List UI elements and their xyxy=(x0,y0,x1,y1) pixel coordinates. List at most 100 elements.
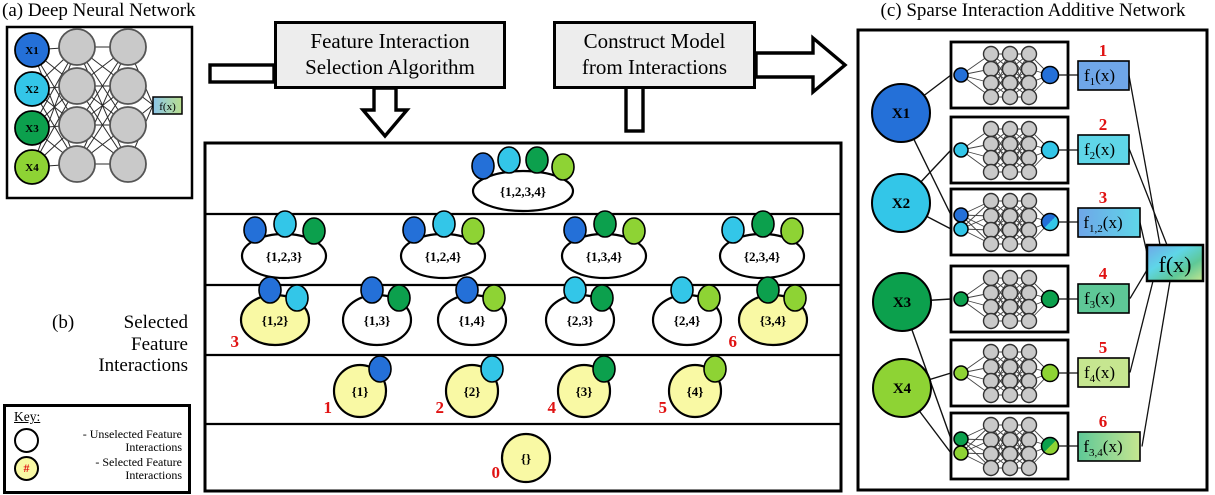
subnet-hidden-node xyxy=(1001,445,1019,463)
set-label: {1,4} xyxy=(459,313,486,328)
panel-c-input-X4 xyxy=(872,358,932,418)
set-label: {1,2,3} xyxy=(266,249,302,264)
panel-c-input-label: X3 xyxy=(893,295,911,311)
subnet-f-label: f1(x) xyxy=(1084,66,1115,88)
set-label: {2,4} xyxy=(674,313,701,328)
subnet-output-node xyxy=(1040,436,1060,456)
subnet-hidden-node xyxy=(1020,298,1038,316)
arrow-tail-lattice-to-construct xyxy=(624,85,645,133)
key-legend: Key: - Unselected Feature Interactions #… xyxy=(3,404,191,494)
subnet-hidden-node xyxy=(982,88,1000,106)
hidden-node xyxy=(109,145,147,183)
rank-label: 1 xyxy=(324,398,333,417)
feature-dot-icon xyxy=(780,217,804,245)
panel-c-additive-network: X1X2X3X4f1(x)1f2(x)2f1,2(x)3f3(x)4f4(x)5… xyxy=(856,28,1209,492)
hidden-node xyxy=(58,106,96,144)
feature-dot-icon xyxy=(461,217,485,245)
process-box-construct-model: Construct Model from Interactions xyxy=(553,21,756,89)
feature-dot-icon xyxy=(402,216,426,244)
rank-label: 5 xyxy=(659,398,668,417)
subnet-hidden-node xyxy=(1001,416,1019,434)
subnet-hidden-node xyxy=(1001,163,1019,181)
subnet-output-node xyxy=(1040,289,1060,309)
subnet-hidden-node xyxy=(982,149,1000,167)
lattice-node-{1,2,3,4}: {1,2,3,4} xyxy=(471,146,575,213)
selected-ellipse-icon: # xyxy=(14,456,39,482)
lattice-node-{1,4}: {1,4} xyxy=(436,276,508,347)
subnet-input-node xyxy=(953,445,969,461)
subnet-rank-label: 2 xyxy=(1099,115,1108,134)
panel-b-tag: (b) xyxy=(52,312,75,333)
lattice-node-{3}: {3}4 xyxy=(548,355,616,419)
set-label: {1,2} xyxy=(262,313,289,328)
subnet-hidden-node xyxy=(1001,88,1019,106)
subnet-hidden-node xyxy=(1020,459,1038,477)
subnet-hidden-node xyxy=(1020,192,1038,210)
set-label: {2,3} xyxy=(567,313,594,328)
feature-dot-icon xyxy=(471,152,495,180)
subnet-6: f3,4(x)6 xyxy=(949,411,1141,481)
subnet-f-label: f3(x) xyxy=(1084,289,1115,311)
subnet-4: f3(x)4 xyxy=(949,264,1130,334)
panel-c-box xyxy=(856,28,1209,492)
feature-dot-icon xyxy=(703,355,727,383)
subnet-f-box xyxy=(1077,134,1130,165)
feature-dot-icon xyxy=(751,210,775,238)
feature-dot-icon xyxy=(525,146,549,174)
set-label: {1,3} xyxy=(364,313,391,328)
key-item-label: - Selected Feature Interactions xyxy=(95,455,182,482)
feature-dot-icon xyxy=(368,355,392,383)
subnet-input-node xyxy=(953,291,969,307)
feature-dot-icon xyxy=(360,276,384,304)
subnet-hidden-node xyxy=(982,372,1000,390)
subnet-hidden-node xyxy=(982,298,1000,316)
subnet-hidden-node xyxy=(1020,386,1038,404)
subnet-f-box xyxy=(1077,357,1130,388)
subnet-f-box xyxy=(1077,431,1141,462)
panel-a-output-label: f(x) xyxy=(159,101,176,113)
subnet-hidden-node xyxy=(1001,135,1019,153)
feature-dot-icon xyxy=(258,276,282,304)
input-node-X3 xyxy=(14,110,50,146)
set-label: {2} xyxy=(464,384,481,399)
feature-dot-icon xyxy=(697,284,721,312)
subnet-hidden-node xyxy=(982,459,1000,477)
feature-dot-icon xyxy=(273,210,297,238)
subnet-hidden-node xyxy=(1001,120,1019,138)
panel-c-input-X1 xyxy=(871,83,931,143)
lattice-node-{1,3,4}: {1,3,4} xyxy=(560,210,648,280)
lattice-node-{}: {}0 xyxy=(492,432,552,484)
final-output-box xyxy=(1145,243,1205,283)
set-label: {} xyxy=(521,451,531,466)
panel-a-output-box xyxy=(152,96,183,115)
subnet-f-box xyxy=(1077,60,1130,91)
lattice-node-{2,4}: {2,4} xyxy=(651,276,723,347)
subnet-hidden-node xyxy=(1001,60,1019,78)
input-node-X1 xyxy=(14,32,50,68)
subnet-input-node xyxy=(953,221,969,237)
input-node-X2 xyxy=(14,71,50,107)
final-output-label: f(x) xyxy=(1159,252,1192,277)
subnet-hidden-node xyxy=(982,358,1000,376)
subnet-output-node xyxy=(1040,140,1060,160)
subnet-input-node xyxy=(953,365,969,381)
subnet-hidden-node xyxy=(1020,358,1038,376)
subnet-hidden-node xyxy=(1001,386,1019,404)
subnet-rank-label: 6 xyxy=(1099,412,1108,431)
key-item-selected: # - Selected Feature Interactions xyxy=(14,455,182,482)
subnet-hidden-node xyxy=(982,60,1000,78)
subnet-f-box xyxy=(1077,207,1141,238)
subnet-hidden-node xyxy=(1020,284,1038,302)
input-node-label: X1 xyxy=(25,45,38,57)
lattice-node-{1,2,4}: {1,2,4} xyxy=(399,210,487,280)
lattice-node-{1}: {1}1 xyxy=(324,355,392,419)
subnet-hidden-node xyxy=(1001,235,1019,253)
flow-arrows xyxy=(208,34,848,139)
feature-dot-icon xyxy=(783,284,807,312)
set-label: {3} xyxy=(576,384,593,399)
unselected-ellipse-icon xyxy=(14,428,39,454)
feature-dot-icon xyxy=(432,210,456,238)
feature-dot-icon xyxy=(497,146,521,174)
subnet-hidden-node xyxy=(982,221,1000,239)
